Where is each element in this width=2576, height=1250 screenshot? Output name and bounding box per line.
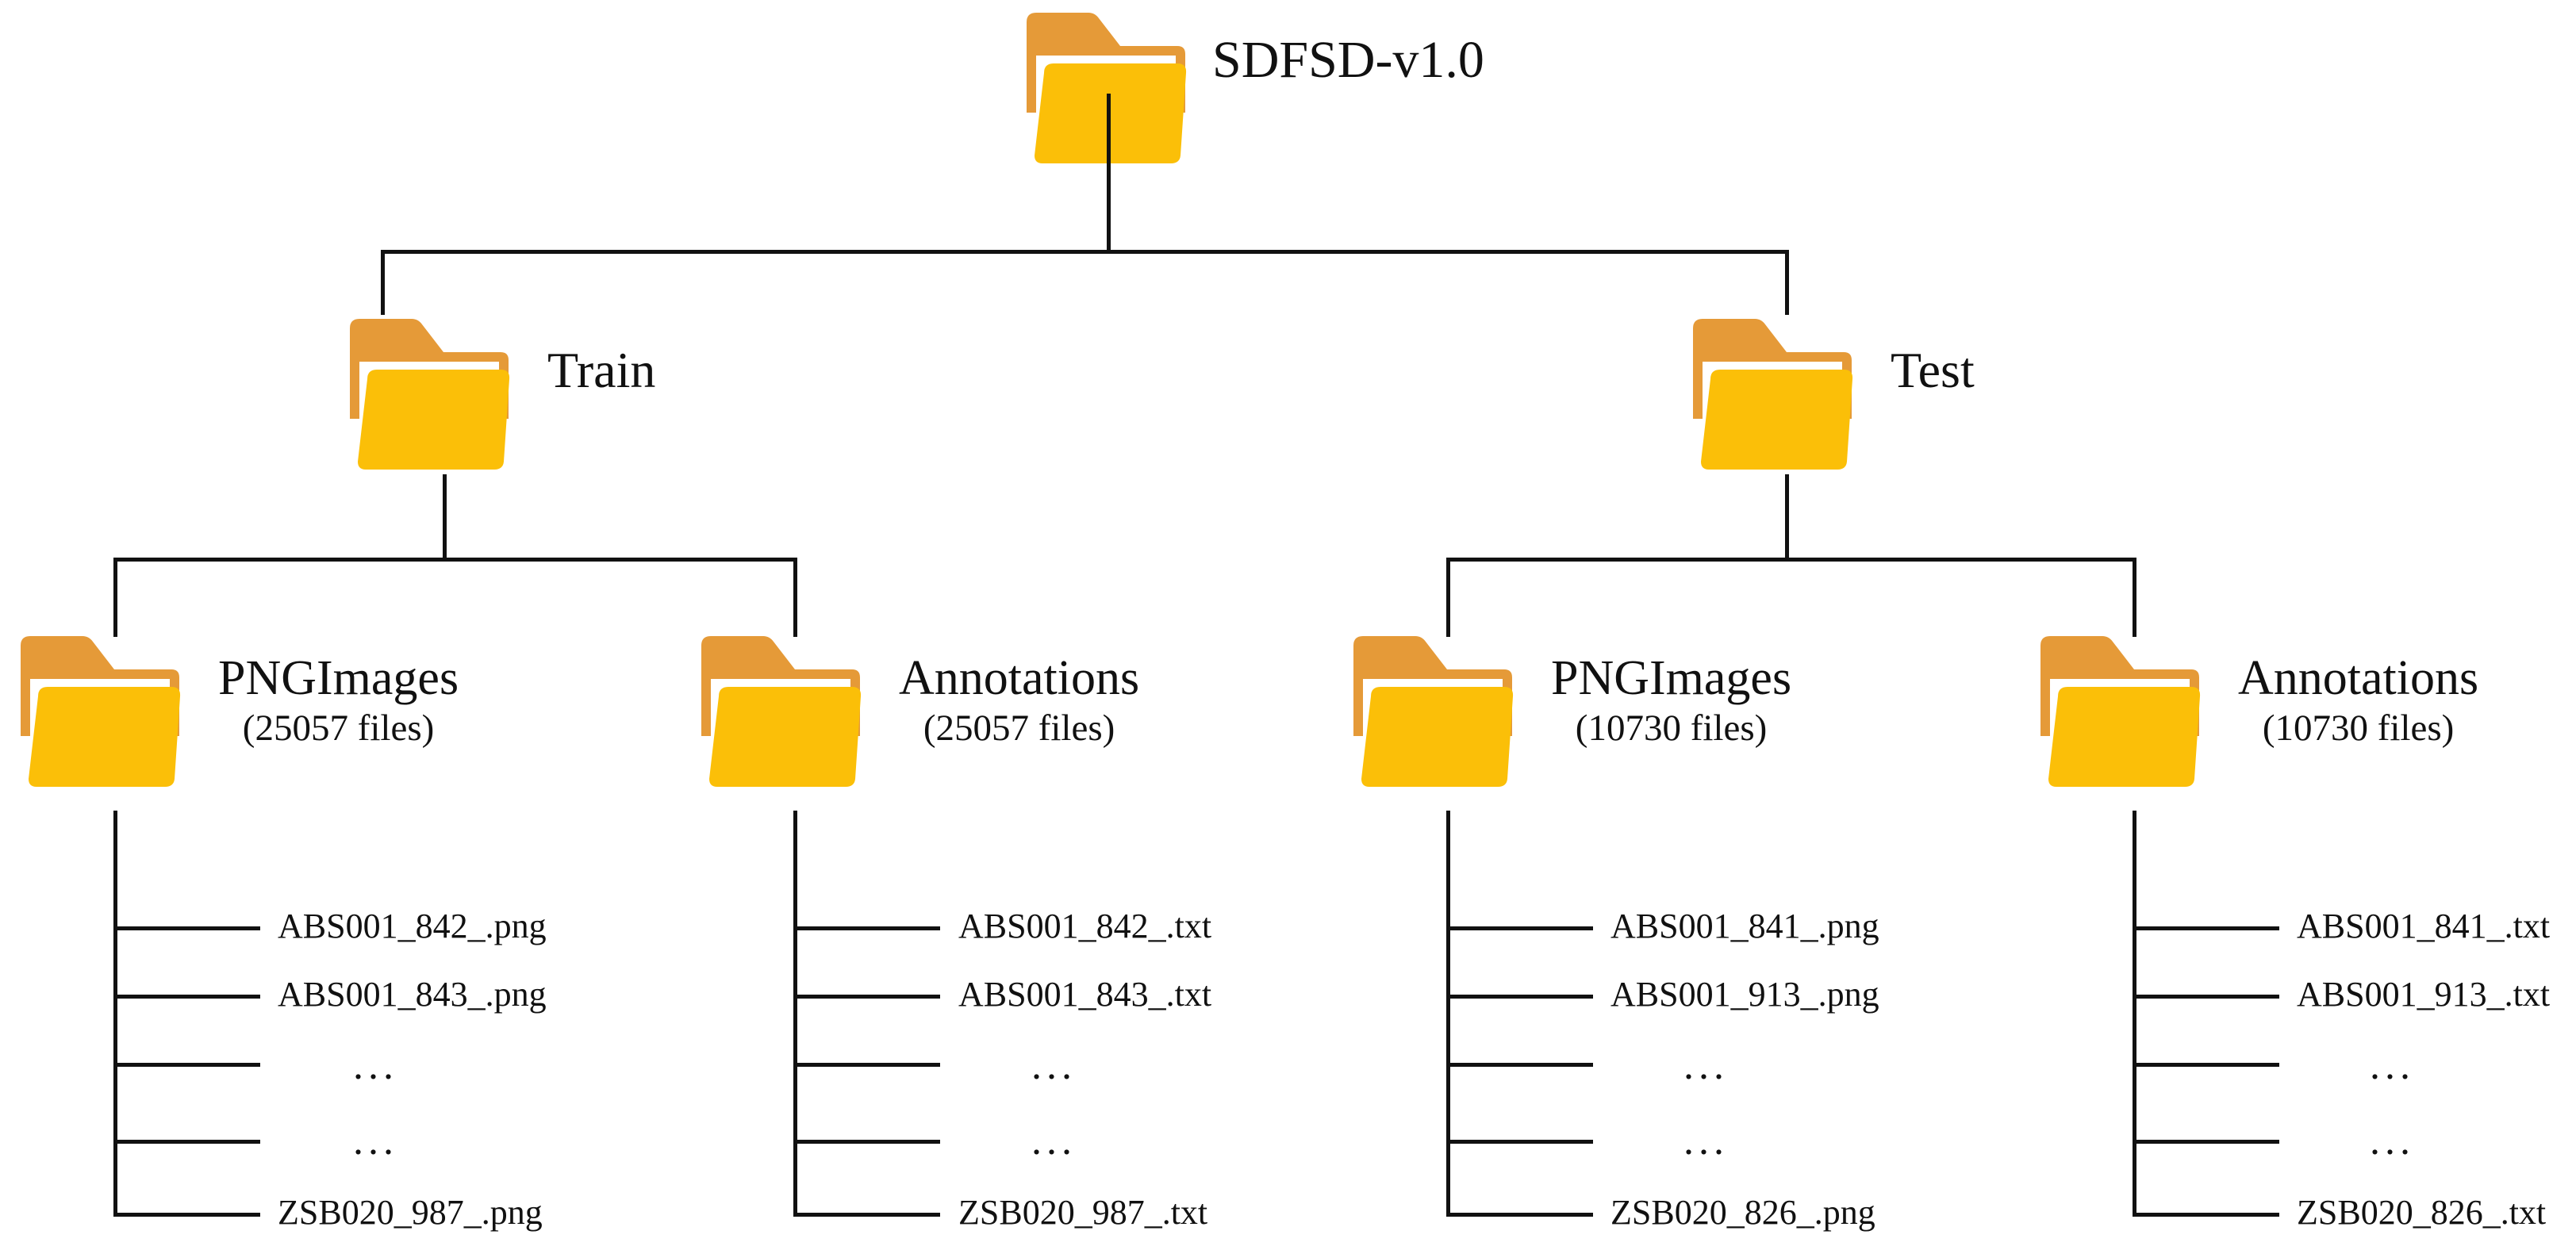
list-item: ABS001_843_.txt: [958, 975, 1212, 1014]
folder-icon: [16, 635, 189, 793]
folder-icon: [697, 635, 870, 793]
connector-drop-test: [1785, 250, 1789, 315]
file-count: (25057 files): [242, 707, 435, 749]
node-label-test-pngimages: PNGImages (10730 files): [1551, 652, 1791, 749]
list-item: ABS001_842_.png: [278, 907, 547, 945]
connector-drop-train: [381, 250, 385, 315]
connector-drop-test-annotations: [2133, 558, 2136, 637]
list-item-ellipsis: ...: [353, 1043, 398, 1088]
list-item: ABS001_841_.txt: [2297, 907, 2551, 945]
connector-trunk-train-annotations: [793, 811, 797, 1217]
list-item-ellipsis: ...: [1031, 1118, 1077, 1164]
folder-icon: [2036, 635, 2209, 793]
connector-train-stem: [443, 474, 447, 562]
connector-leaf-stub: [1446, 1213, 1593, 1217]
connector-drop-train-pngimages: [113, 558, 117, 637]
list-item: ABS001_843_.png: [278, 975, 547, 1014]
connector-leaf-stub: [113, 926, 260, 930]
node-label-test: Test: [1891, 343, 1975, 397]
connector-leaf-stub: [2133, 1213, 2279, 1217]
connector-leaf-stub: [1446, 1063, 1593, 1067]
connector-drop-test-pngimages: [1446, 558, 1450, 637]
connector-test-stem: [1785, 474, 1789, 562]
connector-leaf-stub: [113, 995, 260, 999]
connector-root-bar: [381, 250, 1789, 254]
connector-leaf-stub: [2133, 995, 2279, 999]
connector-leaf-stub: [113, 1140, 260, 1144]
connector-train-bar: [113, 558, 797, 562]
connector-leaf-stub: [2133, 926, 2279, 930]
list-item-ellipsis: ...: [2370, 1043, 2415, 1088]
list-item-ellipsis: ...: [1031, 1043, 1077, 1088]
list-item: ABS001_841_.png: [1610, 907, 1879, 945]
connector-leaf-stub: [793, 926, 940, 930]
list-item-ellipsis: ...: [2370, 1118, 2415, 1164]
list-item-ellipsis: ...: [1683, 1043, 1729, 1088]
list-item: ZSB020_826_.txt: [2297, 1193, 2547, 1232]
connector-drop-train-annotations: [793, 558, 797, 637]
connector-trunk-test-annotations: [2133, 811, 2136, 1217]
list-item: ZSB020_987_.png: [278, 1193, 543, 1232]
connector-leaf-stub: [1446, 926, 1593, 930]
connector-leaf-stub: [793, 1140, 940, 1144]
list-item: ZSB020_826_.png: [1610, 1193, 1875, 1232]
connector-test-bar: [1446, 558, 2136, 562]
list-item-ellipsis: ...: [353, 1118, 398, 1164]
split-name-test: Test: [1891, 342, 1975, 398]
folder-name: PNGImages: [1551, 651, 1792, 705]
connector-trunk-test-pngimages: [1446, 811, 1450, 1217]
root-folder-name: SDFSD-v1.0: [1212, 31, 1484, 89]
node-label-train: Train: [547, 343, 655, 397]
connector-leaf-stub: [793, 995, 940, 999]
folder-icon: [1349, 635, 1522, 793]
folder-icon: [345, 317, 518, 476]
file-count: (10730 files): [1575, 707, 1768, 749]
connector-leaf-stub: [1446, 995, 1593, 999]
connector-leaf-stub: [2133, 1140, 2279, 1144]
connector-trunk-train-pngimages: [113, 811, 117, 1217]
list-item: ABS001_913_.txt: [2297, 975, 2551, 1014]
connector-leaf-stub: [113, 1063, 260, 1067]
list-item: ABS001_842_.txt: [958, 907, 1212, 945]
list-item: ABS001_913_.png: [1610, 975, 1879, 1014]
list-item: ZSB020_987_.txt: [958, 1193, 1208, 1232]
node-label-test-annotations: Annotations (10730 files): [2238, 652, 2478, 749]
connector-leaf-stub: [793, 1063, 940, 1067]
list-item-ellipsis: ...: [1683, 1118, 1729, 1164]
node-label-root: SDFSD-v1.0: [1212, 31, 1484, 89]
connector-leaf-stub: [793, 1213, 940, 1217]
node-label-train-annotations: Annotations (25057 files): [899, 652, 1139, 749]
folder-name: PNGImages: [218, 651, 459, 705]
connector-root-stem: [1107, 94, 1111, 252]
connector-leaf-stub: [2133, 1063, 2279, 1067]
split-name-train: Train: [547, 342, 656, 398]
file-count: (10730 files): [2262, 707, 2455, 749]
folder-icon: [1688, 317, 1861, 476]
file-count: (25057 files): [923, 707, 1115, 749]
folder-name: Annotations: [899, 651, 1140, 705]
node-label-train-pngimages: PNGImages (25057 files): [218, 652, 459, 749]
folder-name: Annotations: [2238, 651, 2479, 705]
connector-leaf-stub: [113, 1213, 260, 1217]
connector-leaf-stub: [1446, 1140, 1593, 1144]
